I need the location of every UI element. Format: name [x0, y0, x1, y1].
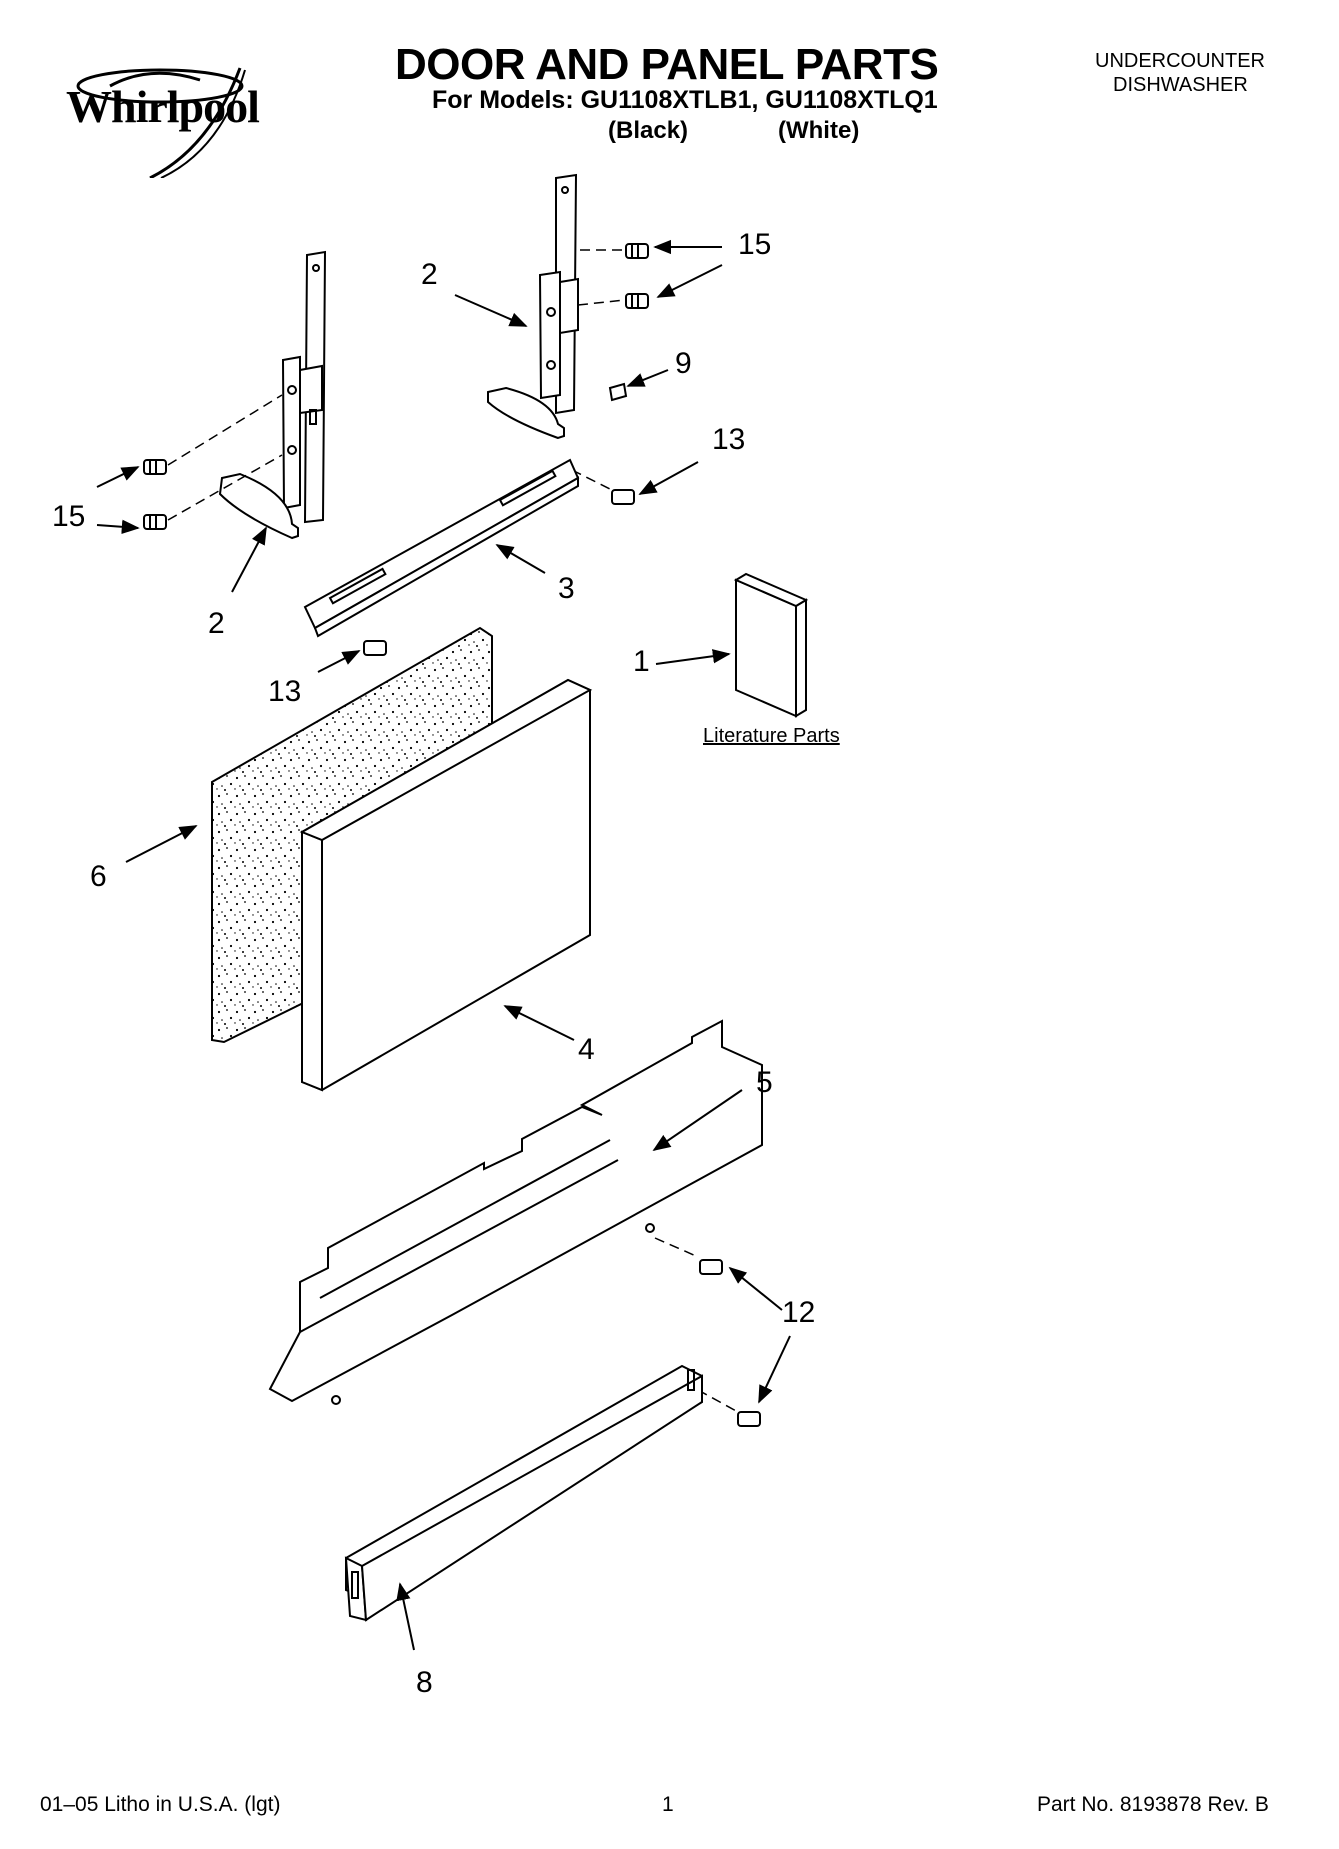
screw-13-right	[611, 489, 635, 505]
appliance-type-line1: UNDERCOUNTER	[1095, 50, 1265, 72]
footer-litho: 01–05 Litho in U.S.A. (lgt)	[40, 1793, 281, 1816]
callout-13-left: 13	[268, 675, 302, 708]
screw-13-left	[363, 640, 387, 656]
hinge-right	[487, 173, 579, 440]
footer-part-number: Part No. 8193878 Rev. B	[1037, 1793, 1269, 1816]
page-title: DOOR AND PANEL PARTS	[395, 40, 939, 89]
whirlpool-swirl-icon	[76, 67, 246, 178]
screw-12-top	[699, 1259, 723, 1275]
appliance-type-line2: DISHWASHER	[1113, 74, 1248, 96]
callout-1: 1	[633, 645, 650, 678]
models-line: For Models: GU1108XTLB1, GU1108XTLQ1	[432, 86, 938, 114]
variant-black: (Black)	[608, 117, 689, 144]
kickplate-8	[344, 1364, 703, 1622]
variant-white: (White)	[778, 117, 860, 144]
hinge-left	[218, 250, 327, 540]
screw-15-left-b	[143, 514, 167, 530]
callout-12: 12	[782, 1296, 816, 1329]
literature-parts-label: Literature Parts	[703, 725, 840, 747]
callout-6: 6	[90, 860, 107, 893]
screw-12-bottom	[737, 1411, 761, 1427]
callout-15-top: 15	[738, 228, 772, 261]
brand-logo: Whirlpool	[66, 81, 260, 132]
clip-9	[608, 382, 628, 402]
lower-panel-5	[268, 1019, 763, 1405]
screw-15-top-b	[625, 293, 649, 309]
callout-2-left: 2	[208, 607, 225, 640]
callout-3: 3	[558, 572, 575, 605]
callout-2-top: 2	[421, 258, 438, 291]
footer-page-number: 1	[662, 1793, 674, 1816]
bracket-3	[303, 458, 580, 638]
callout-8: 8	[416, 1666, 433, 1699]
callout-15-left: 15	[52, 500, 86, 533]
literature-booklet	[733, 572, 809, 718]
callout-13-right: 13	[712, 423, 746, 456]
screw-15-left-a	[143, 459, 167, 475]
callout-9: 9	[675, 347, 692, 380]
callout-5: 5	[756, 1066, 773, 1099]
door-panel	[299, 678, 593, 1092]
callout-4: 4	[578, 1033, 595, 1066]
screw-15-top-a	[625, 243, 649, 259]
